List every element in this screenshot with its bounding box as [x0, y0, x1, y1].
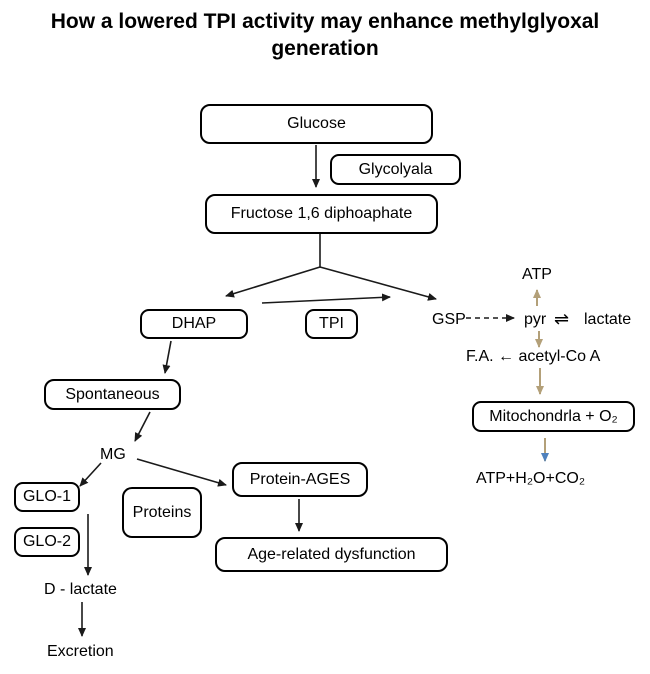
page-title: How a lowered TPI activity may enhance m… — [0, 8, 650, 62]
proteins-box: Proteins — [122, 487, 202, 538]
mg-label: MG — [100, 446, 126, 463]
fructose-box: Fructose 1,6 diphoaphate — [205, 194, 438, 234]
title-line-1: How a lowered TPI activity may enhance m… — [50, 10, 600, 33]
glycolyala-box: Glycolyala — [330, 154, 461, 185]
arrow-spontaneous-to-mg — [134, 411, 151, 442]
d-lactate-label: D - lactate — [44, 581, 117, 598]
protein-ages-box: Protein-AGES — [232, 462, 368, 497]
reversible-arrow-icon: ⇌ — [554, 309, 570, 329]
arrow-mg-to-protein-ages — [136, 458, 227, 487]
atp-h2o-co2-label: ATP+H₂O+CO₂ — [476, 470, 586, 487]
spontaneous-box: Spontaneous — [44, 379, 181, 410]
dhap-box: DHAP — [140, 309, 248, 339]
mitochondria-box: Mitochondrla + O₂ — [472, 401, 635, 432]
glo2-box: GLO-2 — [14, 527, 80, 557]
arrow-dhap-to-gsp-via-tpi — [261, 293, 391, 304]
atp-label: ATP — [522, 266, 552, 283]
arrow-branch-to-dhap — [225, 266, 321, 298]
lactate-label: lactate — [584, 311, 632, 328]
tpi-box: TPI — [305, 309, 358, 339]
fa-acetylcoa-label: F.A. ← acetyl-Co A — [466, 348, 601, 365]
title-line-2: generation — [271, 37, 379, 60]
glo1-box: GLO-1 — [14, 482, 80, 512]
pyr-label: pyr — [524, 311, 547, 328]
glucose-box: Glucose — [200, 104, 433, 144]
excretion-label: Excretion — [47, 643, 114, 660]
arrow-dhap-to-spontaneous — [162, 340, 172, 374]
arrow-mg-to-glo1 — [79, 462, 102, 487]
age-related-dysfunction-box: Age-related dysfunction — [215, 537, 448, 572]
arrow-branch-to-gsp — [319, 266, 437, 301]
gsp-label: GSP — [432, 311, 466, 328]
